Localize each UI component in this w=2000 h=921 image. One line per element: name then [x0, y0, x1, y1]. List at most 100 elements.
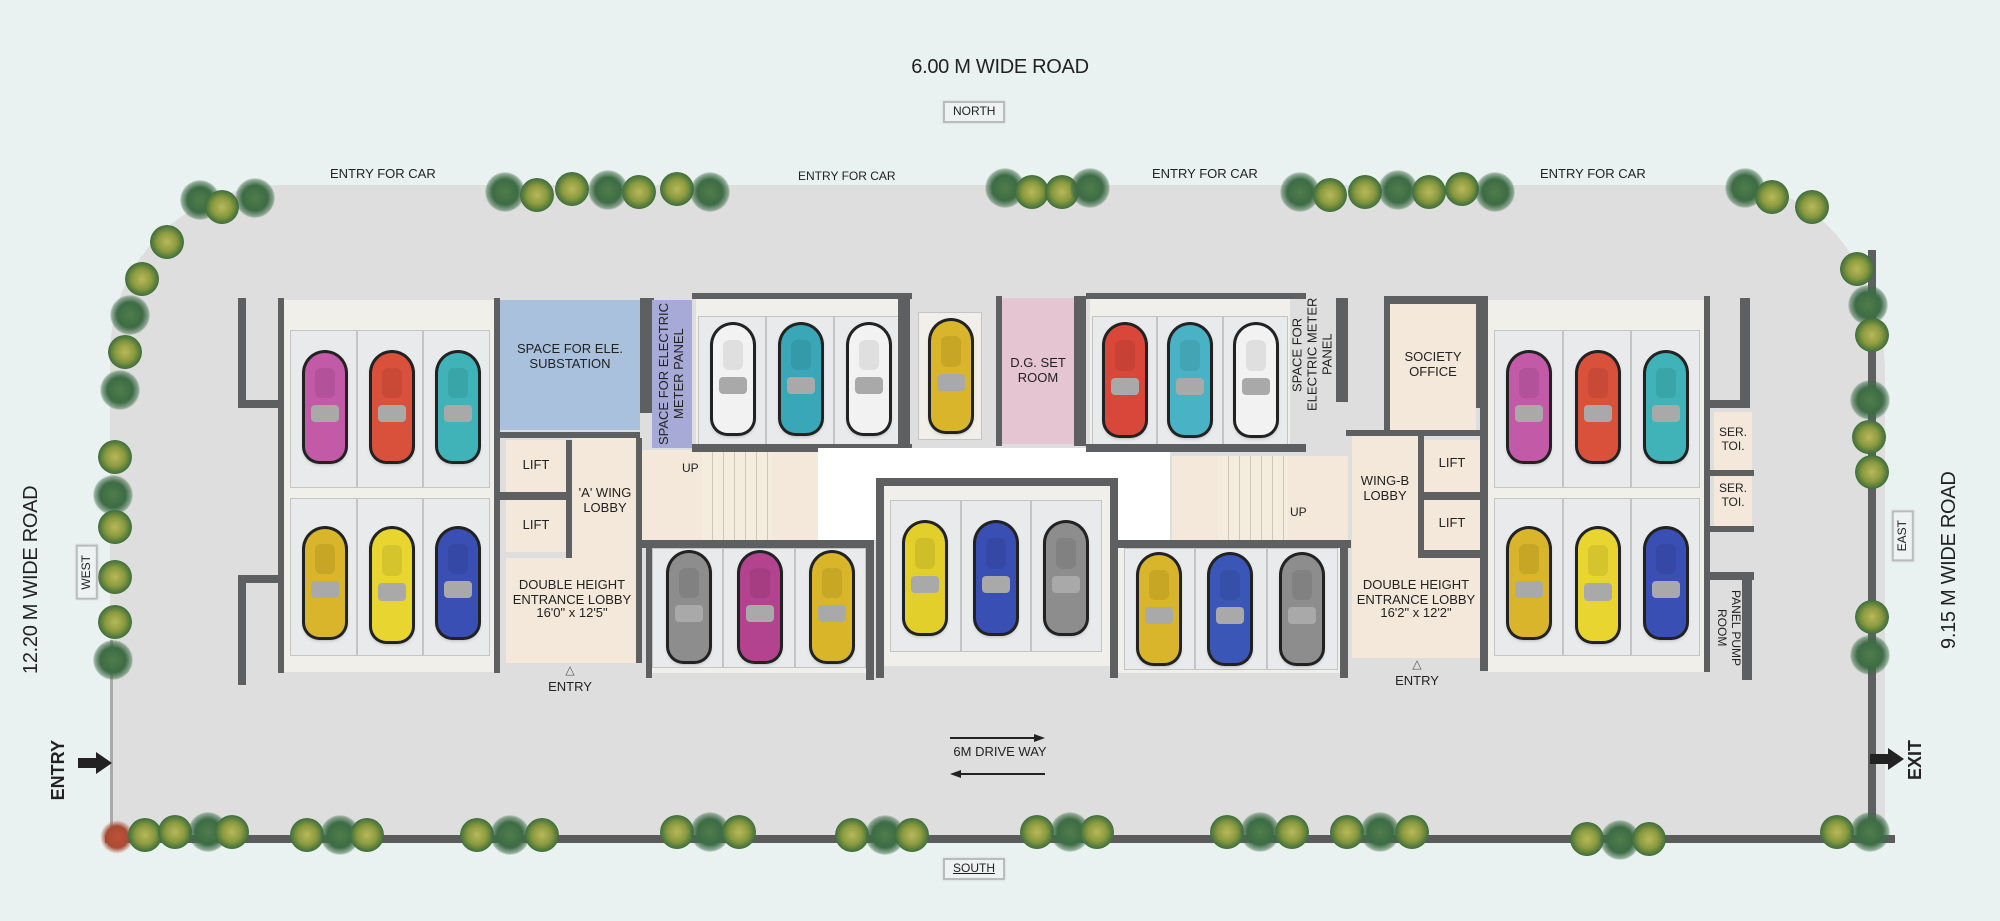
society-office [1390, 304, 1476, 430]
tree-icon [1855, 600, 1889, 634]
wall [238, 298, 246, 408]
car-icon [371, 529, 412, 641]
lift-a2 [506, 500, 566, 552]
wall [640, 298, 654, 413]
tree-icon [98, 605, 132, 639]
tree-icon [1020, 815, 1054, 849]
panel-pump-room-label: PANEL PUMP ROOM [1715, 589, 1743, 667]
tree-icon [1348, 175, 1382, 209]
parking-row-a-bottom [290, 498, 491, 656]
lift-label: LIFT [522, 517, 550, 532]
parking-bay[interactable] [1494, 330, 1563, 488]
parking-bay[interactable] [1562, 498, 1632, 656]
palm-tree-icon [110, 295, 150, 335]
service-toilet-2 [1714, 476, 1752, 526]
parking-bay[interactable] [290, 330, 357, 488]
entry-for-car-label-3: ENTRY FOR CAR [1152, 166, 1258, 181]
west-road-label: 12.20 M WIDE ROAD [20, 485, 42, 675]
palm-tree-icon [93, 640, 133, 680]
parking-bay[interactable] [652, 548, 724, 668]
parking-bay[interactable] [1031, 500, 1103, 652]
parking-bay[interactable] [1222, 316, 1288, 446]
parking-bay[interactable] [423, 498, 491, 656]
lift-label: LIFT [1438, 515, 1466, 530]
car-icon [305, 353, 345, 461]
car-icon [1281, 555, 1322, 663]
parking-bay[interactable] [794, 548, 866, 668]
wall [640, 540, 870, 548]
parking-bay[interactable] [1266, 548, 1338, 670]
tree-icon [150, 225, 184, 259]
tree-icon [1275, 815, 1309, 849]
service-toilet-1 [1714, 412, 1752, 470]
parking-bay[interactable] [834, 316, 902, 446]
tree-icon [108, 335, 142, 369]
parking-bay[interactable] [356, 498, 424, 656]
wall [1086, 293, 1306, 299]
staircase-a [702, 450, 772, 540]
palm-tree-icon [1850, 380, 1890, 420]
parking-row-b-top [698, 316, 902, 446]
parking-bay[interactable] [1562, 330, 1632, 488]
parking-bay[interactable] [918, 312, 982, 440]
east-compass-label: EAST [1892, 510, 1914, 562]
car-icon [1210, 555, 1251, 663]
wall [876, 478, 884, 678]
parking-bay[interactable] [1092, 316, 1158, 446]
car-icon [1046, 523, 1087, 633]
parking-row-e-bottom [1494, 498, 1701, 656]
palm-tree-icon [1850, 635, 1890, 675]
wall [278, 298, 284, 673]
tree-icon [1820, 815, 1854, 849]
stair-up-label-b: UP [1290, 505, 1307, 519]
parking-bay[interactable] [356, 330, 424, 488]
tree-icon [1632, 822, 1666, 856]
tree-icon [660, 815, 694, 849]
parking-bay[interactable] [1195, 548, 1267, 670]
parking-bay[interactable] [1157, 316, 1223, 446]
parking-bay[interactable] [290, 498, 357, 656]
parking-bay[interactable] [766, 316, 834, 446]
society-office-label: SOCIETY OFFICE [1404, 349, 1462, 379]
parking-bay[interactable] [1124, 548, 1196, 670]
wall [1480, 296, 1488, 671]
tree-icon [835, 818, 869, 852]
wall [1336, 298, 1348, 402]
tree-icon [722, 815, 756, 849]
palm-tree-icon [1360, 812, 1400, 852]
a-wing-lobby-label: 'A' WING LOBBY [578, 485, 632, 515]
staircase-b [1218, 456, 1288, 540]
parking-bay[interactable] [698, 316, 766, 446]
tree-icon [98, 440, 132, 474]
tree-icon [1080, 815, 1114, 849]
b-wing-lobby-label: WING-B LOBBY [1360, 473, 1410, 503]
parking-bay[interactable] [423, 330, 491, 488]
substation-room [500, 300, 640, 430]
north-compass-label: NORTH [943, 101, 1006, 123]
lift-label: LIFT [1438, 455, 1466, 470]
car-icon [905, 523, 945, 633]
car-icon [305, 529, 345, 637]
entrance-lobby-b-size: 16'2" x 12'2" [1380, 605, 1452, 620]
parking-bay[interactable] [960, 500, 1032, 652]
entry-arrow-icon [78, 752, 112, 779]
tree-icon [1840, 252, 1874, 286]
parking-bay[interactable] [1631, 498, 1701, 656]
entry-for-car-label-1: ENTRY FOR CAR [330, 166, 436, 181]
car-icon [781, 325, 821, 433]
tree-icon [98, 510, 132, 544]
car-icon [849, 325, 889, 433]
parking-bay[interactable] [1494, 498, 1563, 656]
meter-panel-a-label: SPACE FOR ELECTRIC METER PANEL [656, 302, 686, 446]
wall [1340, 548, 1348, 678]
car-icon [1509, 353, 1549, 461]
wall [238, 575, 278, 583]
entrance-lobby-b [1352, 558, 1480, 658]
lift-b1 [1424, 440, 1480, 492]
west-compass-label: WEST [76, 545, 98, 600]
parking-bay[interactable] [723, 548, 795, 668]
parking-bay[interactable] [1631, 330, 1701, 488]
wall [898, 293, 910, 448]
palm-tree-icon [1378, 170, 1418, 210]
parking-bay[interactable] [890, 500, 961, 652]
